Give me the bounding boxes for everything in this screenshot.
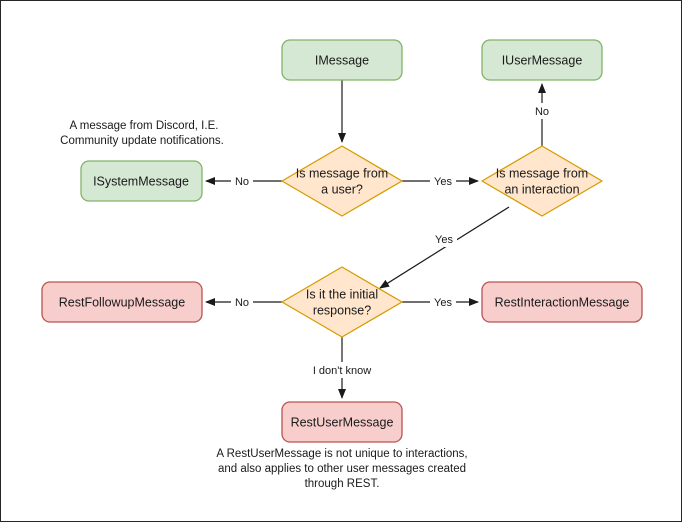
node-is-message-from-user[interactable]: Is message from a user? <box>281 145 403 217</box>
annotations-layer: A message from Discord, I.E. Community u… <box>60 120 467 490</box>
node-label-restfollowupmessage: RestFollowupMessage <box>59 295 185 309</box>
node-label-is-message-from-user-line2: a user? <box>321 182 363 196</box>
node-label-is-it-initial-response-line2: response? <box>313 303 371 317</box>
node-is-message-from-interaction[interactable]: Is message from an interaction <box>481 145 603 217</box>
node-iusermessage[interactable]: IUserMessage <box>481 39 603 81</box>
annotation-systemmessage-note: A message from Discord, I.E. Community u… <box>60 120 224 147</box>
edge-label-yes-initial: Yes <box>435 234 453 246</box>
node-label-iusermessage: IUserMessage <box>502 53 583 67</box>
annotation-restusermessage-note: A RestUserMessage is not unique to inter… <box>216 448 467 490</box>
edge-label-no-followup: No <box>235 297 249 309</box>
annotation-restusermessage-line2: and also applies to other user messages … <box>218 463 466 475</box>
edge-initial-response-to-followup: No <box>205 294 282 310</box>
node-label-is-message-from-interaction-line2: an interaction <box>504 182 579 196</box>
edge-initial-response-to-interactionmessage: Yes <box>402 294 479 310</box>
node-restinteractionmessage[interactable]: RestInteractionMessage <box>481 281 643 323</box>
nodes-layer: IMessage IUserMessage ISystemMessage Is … <box>41 39 643 443</box>
node-label-restinteractionmessage: RestInteractionMessage <box>495 295 630 309</box>
node-imessage[interactable]: IMessage <box>281 39 403 81</box>
edge-label-no-iusermessage: No <box>535 106 549 118</box>
annotation-restusermessage-line3: through REST. <box>305 478 380 490</box>
node-label-is-message-from-interaction-line1: Is message from <box>496 166 588 180</box>
node-restusermessage[interactable]: RestUserMessage <box>281 401 403 443</box>
node-label-is-message-from-user-line1: Is message from <box>296 166 388 180</box>
node-label-is-it-initial-response-line1: Is it the initial <box>306 287 378 301</box>
edge-initial-response-to-restusermessage: I don't know <box>301 337 383 399</box>
node-restfollowupmessage[interactable]: RestFollowupMessage <box>41 281 203 323</box>
annotation-systemmessage-line2: Community update notifications. <box>60 135 224 147</box>
edge-label-i-dont-know: I don't know <box>313 365 371 377</box>
node-is-it-initial-response[interactable]: Is it the initial response? <box>281 266 403 338</box>
edge-user-question-to-interaction-question: Yes <box>402 173 479 189</box>
edge-interaction-question-to-iusermessage: No <box>531 83 553 146</box>
edge-label-no-system: No <box>235 176 249 188</box>
node-label-restusermessage: RestUserMessage <box>291 415 394 429</box>
node-label-isystemmessage: ISystemMessage <box>93 174 189 188</box>
annotation-restusermessage-line1: A RestUserMessage is not unique to inter… <box>216 448 467 460</box>
edge-interaction-question-to-initial-response: Yes <box>379 206 510 289</box>
edge-label-yes-interaction: Yes <box>434 176 452 188</box>
edges-layer: No Yes No Yes No <box>205 80 553 399</box>
edge-user-question-to-systemmessage: No <box>205 173 282 189</box>
node-label-imessage: IMessage <box>315 53 369 67</box>
node-isystemmessage[interactable]: ISystemMessage <box>80 160 203 202</box>
edge-label-yes-restinteraction: Yes <box>434 297 452 309</box>
annotation-systemmessage-line1: A message from Discord, I.E. <box>70 120 219 132</box>
